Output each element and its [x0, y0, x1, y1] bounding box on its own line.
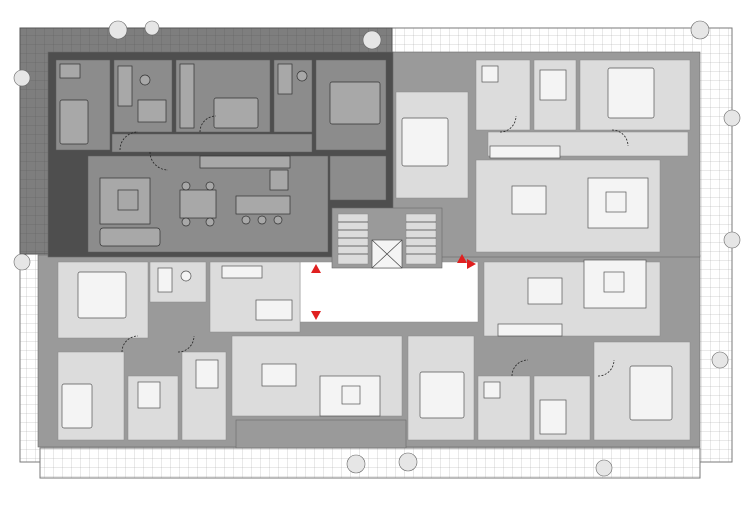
toilet-sw-1: [180, 270, 192, 282]
cooktop-nw: [269, 169, 289, 191]
washbasin-ne-1: [481, 65, 499, 83]
bed-sw-single-2: [195, 359, 219, 389]
stair-icon: [338, 221, 436, 255]
toilet-nw-1: [139, 74, 151, 86]
door-nw-living: [149, 151, 169, 171]
bed-nw-master: [329, 81, 381, 125]
shower-nw-2: [277, 63, 293, 95]
shower-se: [539, 399, 567, 435]
stair-flight-left: [337, 213, 369, 265]
apartment-north-west[interactable]: [55, 59, 387, 253]
door-sw-bedroom-2: [121, 335, 139, 353]
stair-flight-right: [405, 213, 437, 265]
apartment-south-west[interactable]: [57, 261, 403, 441]
door-se-bedroom: [597, 359, 615, 377]
chair-nw-1: [181, 181, 191, 191]
chair-nw-4: [205, 217, 215, 227]
bed-sw-single: [61, 383, 93, 429]
shower-sw: [137, 381, 161, 409]
apartment-south-east[interactable]: [407, 259, 691, 441]
bed-se-double-2: [629, 365, 673, 421]
plant-icon: [711, 351, 729, 369]
coffee-table-ne: [605, 191, 627, 213]
toilet-nw-2: [296, 70, 308, 82]
plant-icon: [13, 253, 31, 271]
plant-icon: [723, 231, 741, 249]
plant-icon: [362, 30, 382, 50]
bathtub-sw: [157, 267, 173, 293]
dining-table-se: [527, 277, 563, 305]
dining-table-sw: [261, 363, 297, 387]
coffee-table-nw: [117, 189, 139, 211]
door-ne-bath: [499, 115, 517, 133]
wardrobe-nw-2: [179, 63, 195, 129]
coffee-table-sw: [341, 385, 361, 405]
bed-sw-double: [77, 271, 127, 319]
elevator-icon: [371, 239, 403, 269]
apartment-north-east[interactable]: [395, 59, 691, 253]
kitchen-counter-ne: [489, 145, 561, 159]
plant-icon: [398, 452, 418, 472]
bed-se-double: [419, 371, 465, 419]
kitchen-counter-se: [497, 323, 563, 337]
plant-icon: [13, 69, 31, 87]
bed-ne-double: [401, 117, 449, 167]
stool-nw-2: [257, 215, 267, 225]
kitchen-island-sw: [255, 299, 293, 321]
kitchen-island-nw: [235, 195, 291, 215]
chair-nw-2: [205, 181, 215, 191]
door-ne-bedroom: [611, 129, 629, 147]
stool-nw-3: [273, 215, 283, 225]
bed-nw-single: [59, 99, 89, 145]
plant-icon: [595, 459, 613, 477]
kitchen-counter-sw: [221, 265, 263, 279]
entrance-marker-arrow-icon: [467, 259, 476, 269]
room-nw-kitchen: [329, 155, 387, 201]
plant-icon: [108, 20, 128, 40]
washbasin-se: [483, 381, 501, 399]
desk-nw: [59, 63, 81, 79]
coffee-table-se: [603, 271, 625, 293]
dining-table-ne: [511, 185, 547, 215]
central-core: [299, 207, 479, 323]
entrance-marker-arrow-icon: [311, 264, 321, 273]
kitchen-counter-nw: [199, 155, 291, 169]
room-nw-hallway: [111, 133, 313, 153]
entrance-marker-arrow-icon: [457, 254, 467, 263]
plant-icon: [144, 20, 160, 36]
plant-icon: [346, 454, 366, 474]
entrance-marker-arrow-icon: [311, 311, 321, 320]
plant-icon: [723, 109, 741, 127]
entrance-markers: [311, 254, 476, 320]
stool-nw-1: [241, 215, 251, 225]
dining-table-nw: [179, 189, 217, 219]
landing: [299, 261, 479, 323]
door-nw-bedroom-2: [199, 115, 217, 133]
bed-ne-double-2: [607, 67, 655, 119]
door-se-bath: [511, 359, 529, 377]
bed-nw-double: [213, 97, 259, 129]
bathtub-nw-1: [117, 65, 133, 107]
terrace-plants: [13, 20, 741, 477]
door-nw-hall-1: [119, 131, 139, 151]
sofa-nw: [99, 227, 161, 247]
plant-icon: [690, 20, 710, 40]
shower-nw-1: [137, 99, 167, 123]
balcony-wall-south: [235, 419, 407, 449]
chair-nw-3: [181, 217, 191, 227]
door-sw-bath-2: [177, 335, 195, 353]
shower-ne-1: [539, 69, 567, 101]
